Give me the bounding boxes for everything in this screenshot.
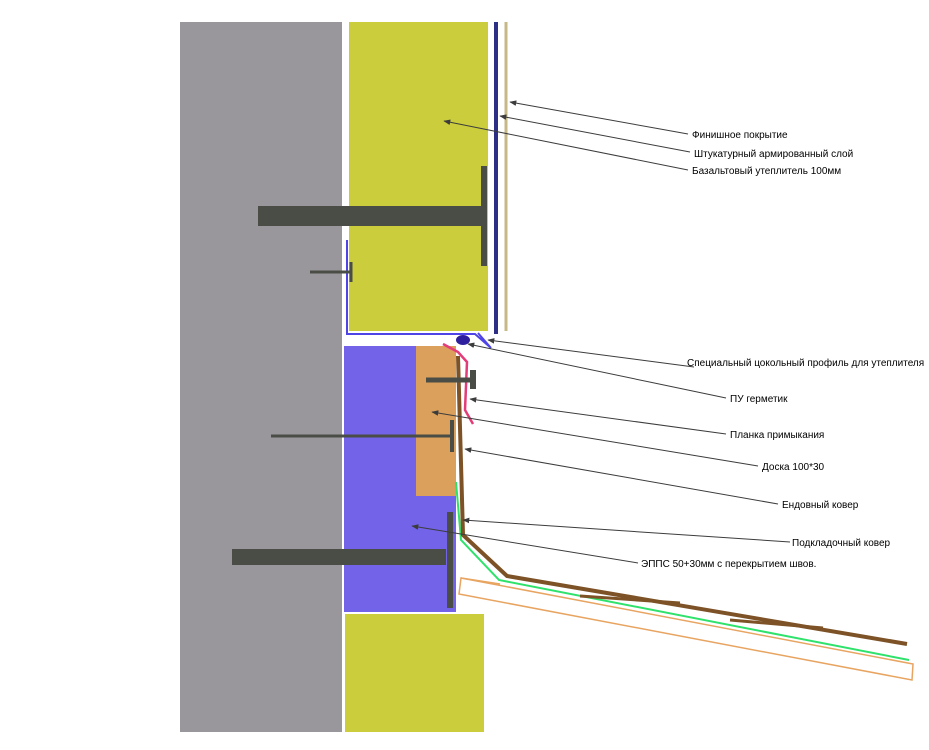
valley-carpet — [456, 355, 908, 646]
label-timber-board: Доска 100*30 — [762, 462, 825, 473]
roof-deck-step — [460, 577, 501, 585]
timber-board — [416, 346, 456, 496]
leader-valley — [464, 447, 779, 505]
label-basalt-insulation: Базальтовый утеплитель 100мм — [692, 166, 841, 177]
leader-flashing — [469, 397, 727, 435]
masonry-wall — [180, 22, 342, 732]
label-abutment-flashing: Планка примыкания — [730, 430, 824, 441]
basalt-insulation-lower — [345, 614, 484, 732]
label-valley-carpet: Ендовный ковер — [782, 500, 859, 511]
label-plaster-layer: Штукатурный армированный слой — [694, 149, 853, 160]
valley-carpet-overlap-2 — [729, 618, 824, 630]
anchor-upper — [258, 206, 484, 226]
leader-finish — [509, 100, 689, 135]
anchor-lower-plate — [447, 512, 453, 608]
anchor-upper-plate — [481, 166, 487, 266]
basalt-insulation-upper — [349, 22, 488, 331]
valley-carpet-overlap-1 — [579, 594, 681, 605]
label-xps-insulation: ЭППС 50+30мм с перекрытием швов. — [641, 559, 816, 570]
label-plinth-profile: Специальный цокольный профиль для утепли… — [687, 357, 924, 369]
label-pu-sealant: ПУ герметик — [730, 394, 788, 405]
underlay-carpet — [455, 481, 910, 661]
pu-sealant — [456, 335, 470, 345]
leader-xps — [411, 524, 639, 564]
label-underlay-carpet: Подкладочный ковер — [792, 538, 891, 549]
leader-sealant — [467, 342, 727, 399]
leader-profile — [487, 338, 695, 368]
leader-basalt — [443, 119, 689, 171]
plinth-profile — [346, 240, 492, 349]
leader-board — [431, 410, 759, 467]
roof-deck — [458, 577, 914, 681]
leader-plaster — [499, 114, 691, 153]
label-finish-coating: Финишное покрытие — [692, 130, 788, 141]
anchor-lower — [232, 549, 446, 565]
abutment-flashing — [442, 342, 475, 425]
leader-underlay — [462, 517, 791, 543]
